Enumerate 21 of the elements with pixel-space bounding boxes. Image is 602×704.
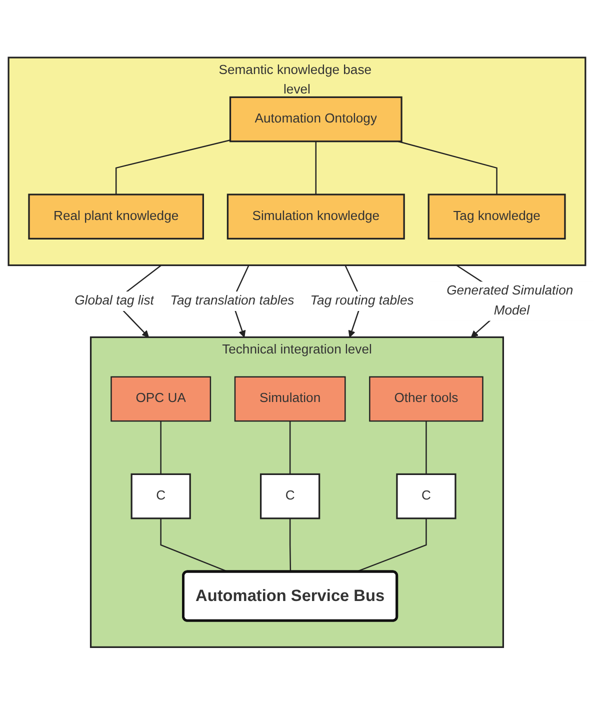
connector	[115, 139, 230, 194]
connector	[426, 420, 427, 474]
node-box: C	[260, 473, 320, 519]
node-box: C	[396, 473, 456, 519]
edge-label: Generated Simulation Model	[446, 284, 574, 318]
edge-label: Tag translation tables	[170, 294, 294, 308]
connector	[315, 141, 316, 194]
connector	[289, 420, 291, 474]
node-box: Real plant knowledge	[28, 193, 204, 240]
node-box: Other tools	[369, 376, 484, 422]
edge-label: Tag routing tables	[310, 294, 414, 308]
node-box: Simulation knowledge	[226, 193, 405, 240]
node-box: C	[130, 473, 191, 519]
node-box: OPC UA	[110, 376, 212, 422]
connector	[398, 140, 498, 194]
connector	[160, 420, 162, 474]
node-box: Automation Ontology	[229, 96, 402, 142]
node-box: Tag knowledge	[428, 193, 566, 240]
connector	[289, 518, 292, 572]
node-box: Simulation	[234, 376, 346, 422]
edge-label: Global tag list	[74, 294, 154, 308]
